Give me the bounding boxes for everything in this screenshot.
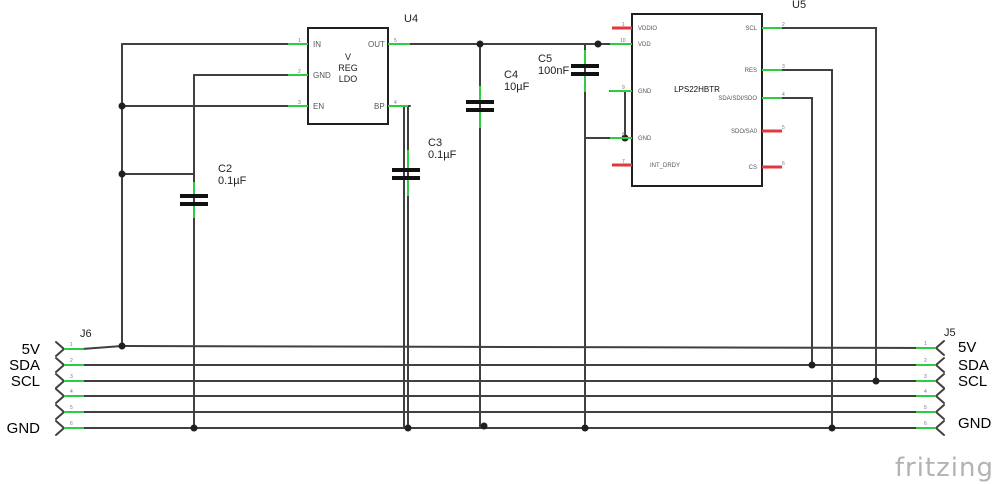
c4-value: 10µF [504, 81, 530, 93]
u4-ref: U4 [404, 13, 418, 25]
svg-text:2: 2 [70, 358, 73, 364]
j6-ref: J6 [80, 328, 92, 340]
u5-pin-res: RES [745, 68, 757, 74]
svg-text:9: 9 [622, 85, 625, 91]
svg-text:2: 2 [924, 358, 927, 364]
u5-pin-gnd-1: GND [638, 89, 652, 95]
c2-value: 0.1µF [218, 175, 247, 187]
connector-j6[interactable]: J6 1 2 3 4 5 6 5V SDA SCL GND [7, 328, 92, 437]
u4-pin-in: IN [313, 40, 321, 49]
svg-text:1: 1 [70, 342, 73, 348]
c3-ref: C3 [428, 137, 442, 149]
svg-text:6: 6 [70, 421, 73, 427]
u5-pin-vdd: VDD [638, 42, 651, 48]
c5-ref: C5 [538, 53, 552, 65]
svg-text:5: 5 [782, 125, 785, 131]
svg-text:6: 6 [782, 161, 785, 167]
u5-ref: U5 [792, 0, 806, 11]
svg-text:5: 5 [70, 405, 73, 411]
junctions [118, 40, 880, 432]
svg-text:3: 3 [924, 374, 927, 380]
fritzing-logo: fritzing [895, 453, 994, 483]
u4-pin-out: OUT [368, 40, 385, 49]
svg-text:3: 3 [298, 100, 301, 106]
u4-label-line-1: V [345, 52, 351, 62]
svg-text:1: 1 [622, 22, 625, 28]
svg-text:4: 4 [924, 389, 927, 395]
svg-text:2: 2 [298, 69, 301, 75]
svg-text:4: 4 [394, 100, 397, 106]
u4-label-line-3: LDO [339, 74, 358, 84]
u5-pin-gnd-2: GND [638, 136, 652, 142]
svg-text:4: 4 [782, 92, 785, 98]
u5-pin-cs: CS [749, 165, 757, 171]
c4-ref: C4 [504, 69, 518, 81]
svg-text:10: 10 [620, 38, 626, 44]
connector-j5[interactable]: J5 1 2 3 4 5 6 5V SDA SCL GND [916, 327, 992, 436]
svg-text:7: 7 [622, 159, 625, 165]
capacitor-c3[interactable]: C3 0.1µF [392, 137, 457, 196]
svg-text:6: 6 [924, 421, 927, 427]
u4-label-line-2: REG [338, 63, 358, 73]
j5-label-gnd: GND [958, 415, 992, 432]
u4-pin-en: EN [313, 102, 324, 111]
j5-label-scl: SCL [958, 373, 987, 390]
u5-pin-scl: SCL [745, 26, 757, 32]
u5-pin-vddio: VDDIO [638, 26, 657, 32]
capacitor-c5[interactable]: C5 100nF [538, 50, 599, 92]
u5-pin-sda: SDA/SDI/SDO [718, 96, 757, 102]
svg-text:4: 4 [70, 389, 73, 395]
j6-label-scl: SCL [11, 373, 40, 390]
svg-text:1: 1 [298, 38, 301, 44]
u5-part: LPS22HBTR [674, 85, 720, 94]
svg-text:8: 8 [622, 132, 625, 138]
u4-pin-gnd: GND [313, 71, 331, 80]
j6-label-sda: SDA [9, 357, 40, 374]
svg-text:3: 3 [782, 64, 785, 70]
j5-label-5v: 5V [958, 339, 976, 356]
svg-text:2: 2 [782, 22, 785, 28]
j6-label-gnd: GND [7, 420, 41, 437]
c2-ref: C2 [218, 163, 232, 175]
u4-pin-bp: BP [374, 102, 385, 111]
c5-value: 100nF [538, 65, 569, 77]
svg-text:5: 5 [924, 405, 927, 411]
svg-text:5: 5 [394, 38, 397, 44]
svg-text:3: 3 [70, 374, 73, 380]
j6-pins: 1 2 3 4 5 6 [55, 341, 84, 436]
u4-regulator[interactable]: 1 2 3 5 4 IN GND EN OUT BP V REG LDO U4 [288, 13, 418, 125]
capacitor-c4[interactable]: C4 10µF [466, 69, 530, 128]
c3-value: 0.1µF [428, 149, 457, 161]
u5-sensor[interactable]: 1 10 9 8 7 2 3 4 5 6 VDDIO VDD GND GND I… [610, 0, 806, 187]
j5-label-sda: SDA [958, 357, 989, 374]
svg-text:1: 1 [924, 341, 927, 347]
u5-pin-sdo: SDO/SA0 [731, 129, 758, 135]
capacitor-c2[interactable]: C2 0.1µF [180, 163, 247, 218]
j5-ref: J5 [944, 327, 956, 339]
j5-pins: 1 2 3 4 5 6 [916, 340, 945, 436]
j6-label-5v: 5V [22, 341, 40, 358]
u5-pin-int: INT_DRDY [650, 163, 680, 169]
